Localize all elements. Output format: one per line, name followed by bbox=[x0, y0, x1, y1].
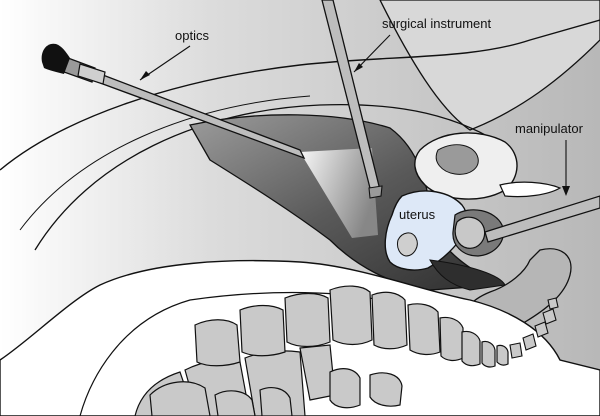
manipulator-label: manipulator bbox=[515, 121, 584, 136]
uterus-label: uterus bbox=[399, 207, 436, 222]
optics-callout: optics bbox=[139, 28, 209, 81]
optics-light-beam bbox=[300, 148, 378, 238]
manipulator-callout: manipulator bbox=[515, 121, 584, 196]
optics-instrument bbox=[41, 43, 306, 160]
uterus: uterus bbox=[384, 190, 468, 271]
cervix bbox=[429, 209, 506, 291]
surgical-instrument-label: surgical instrument bbox=[382, 16, 491, 31]
surgical-instrument-callout: surgical instrument bbox=[353, 16, 491, 73]
optics-label: optics bbox=[175, 28, 209, 43]
manipulator-instrument bbox=[484, 195, 600, 243]
surgical-instrument bbox=[321, 0, 383, 199]
bladder bbox=[414, 132, 562, 200]
vertebrae bbox=[134, 285, 559, 416]
